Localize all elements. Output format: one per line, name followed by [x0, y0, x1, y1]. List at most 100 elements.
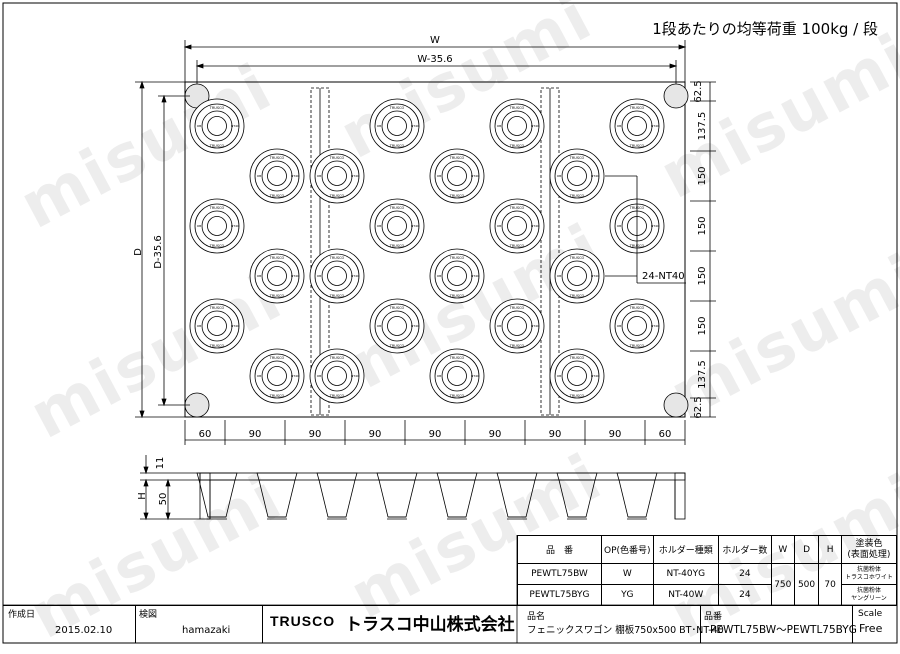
side-view-rim: [199, 472, 686, 481]
holder-label: TRUSCO: [569, 256, 585, 260]
dim-D-inner: D-35.6: [153, 94, 190, 407]
holder-label: NT40: [351, 274, 359, 278]
holder-cup-side: [616, 472, 658, 520]
holder-label: NT40: [651, 324, 659, 328]
holder-label: TRUSCO: [629, 306, 645, 310]
holder-label: NT40: [531, 124, 539, 128]
holder-label: NT40: [291, 374, 299, 378]
spec-row-op: YG: [600, 584, 654, 606]
holder-label: OB: [317, 274, 321, 278]
holder-label: TRUSCO: [269, 194, 285, 198]
dim-W-inner-label: W-35.6: [417, 54, 452, 65]
dim-bottom-label: 90: [309, 429, 322, 440]
dim-11-label: 11: [155, 457, 166, 470]
holder-label: NT40: [411, 124, 419, 128]
dim-right-label: 150: [697, 266, 708, 285]
holder-label: TRUSCO: [509, 344, 525, 348]
holder-label: TRUSCO: [569, 394, 585, 398]
holder-label: OB: [197, 224, 201, 228]
holder-label: NT40: [591, 274, 599, 278]
holder-label: TRUSCO: [329, 356, 345, 360]
corner-post: [663, 392, 689, 418]
dim-right-label: 62.5: [693, 80, 704, 102]
nt40-holder: TRUSCO TRUSCO OB NT40: [609, 298, 665, 354]
dim-bottom-label: 90: [609, 429, 622, 440]
dim-bottom-label: 90: [549, 429, 562, 440]
dim-bottom-label: 90: [249, 429, 262, 440]
holder-label: TRUSCO: [329, 394, 345, 398]
holder-label: TRUSCO: [209, 206, 225, 210]
holder-label: OB: [617, 324, 621, 328]
nt40-holder: TRUSCO TRUSCO OB NT40: [549, 248, 605, 304]
dim-right-label: 150: [697, 316, 708, 335]
shelf-outline: [184, 81, 686, 418]
dim-right-label: 150: [697, 166, 708, 185]
holder-label: TRUSCO: [509, 206, 525, 210]
dim-right-label: 150: [697, 216, 708, 235]
dim-bottom-label: 90: [369, 429, 382, 440]
dim-50-label: 50: [158, 493, 169, 506]
spec-header-color: 塗装色 (表面処理): [840, 535, 898, 564]
dim-D-label: D: [133, 248, 144, 256]
holder-label: NT40: [411, 224, 419, 228]
holder-label: NT40: [291, 174, 299, 178]
holder-label: NT40: [231, 124, 239, 128]
holder-label: TRUSCO: [569, 294, 585, 298]
holder-label: NT40: [531, 224, 539, 228]
holder-label: TRUSCO: [629, 144, 645, 148]
spec-row-count: 24: [717, 563, 772, 585]
holder-label: OB: [317, 374, 321, 378]
holder-label: TRUSCO: [629, 106, 645, 110]
holder-label: TRUSCO: [449, 156, 465, 160]
holder-cup-side: [436, 472, 478, 520]
holder-label: TRUSCO: [269, 156, 285, 160]
holder-label: OB: [197, 124, 201, 128]
holder-label: OB: [257, 174, 261, 178]
holder-label: TRUSCO: [389, 144, 405, 148]
holder-label: TRUSCO: [269, 256, 285, 260]
spec-row-part: PEWTL75BYG: [517, 584, 602, 606]
holder-label: OB: [617, 124, 621, 128]
holder-label: TRUSCO: [209, 344, 225, 348]
spec-d: 500: [793, 563, 820, 606]
holder-label: OB: [557, 274, 561, 278]
dim-W-inner: W-35.6: [195, 54, 678, 84]
checked-value: hamazaki: [182, 625, 231, 636]
holder-label: TRUSCO: [389, 106, 405, 110]
company-name: トラスコ中山株式会社: [345, 615, 515, 635]
side-view-cups: [196, 472, 658, 520]
holder-label: NT40: [591, 174, 599, 178]
holder-label: OB: [497, 224, 501, 228]
spec-row-holder: NT-40YG: [652, 563, 719, 585]
holder-label: TRUSCO: [269, 294, 285, 298]
holder-label: TRUSCO: [449, 256, 465, 260]
drawing-frame: [2, 2, 898, 644]
holder-label: OB: [497, 124, 501, 128]
dim-W-label: W: [430, 35, 440, 46]
spec-row-part: PEWTL75BW: [517, 563, 602, 585]
holder-label: TRUSCO: [629, 344, 645, 348]
scale-value: Free: [859, 622, 883, 635]
spec-header-part: 品 番: [517, 535, 602, 564]
holder-label: OB: [437, 374, 441, 378]
spec-header-op: OP(色番号): [600, 535, 654, 564]
spec-row-op: W: [600, 563, 654, 585]
holder-label: OB: [617, 224, 621, 228]
product-name-label: 品名: [527, 612, 546, 622]
holder-label: TRUSCO: [389, 244, 405, 248]
holder-label: TRUSCO: [269, 356, 285, 360]
holder-label: TRUSCO: [509, 306, 525, 310]
holder-label: TRUSCO: [329, 156, 345, 160]
holder-label: NT40: [531, 324, 539, 328]
holder-label: TRUSCO: [329, 256, 345, 260]
